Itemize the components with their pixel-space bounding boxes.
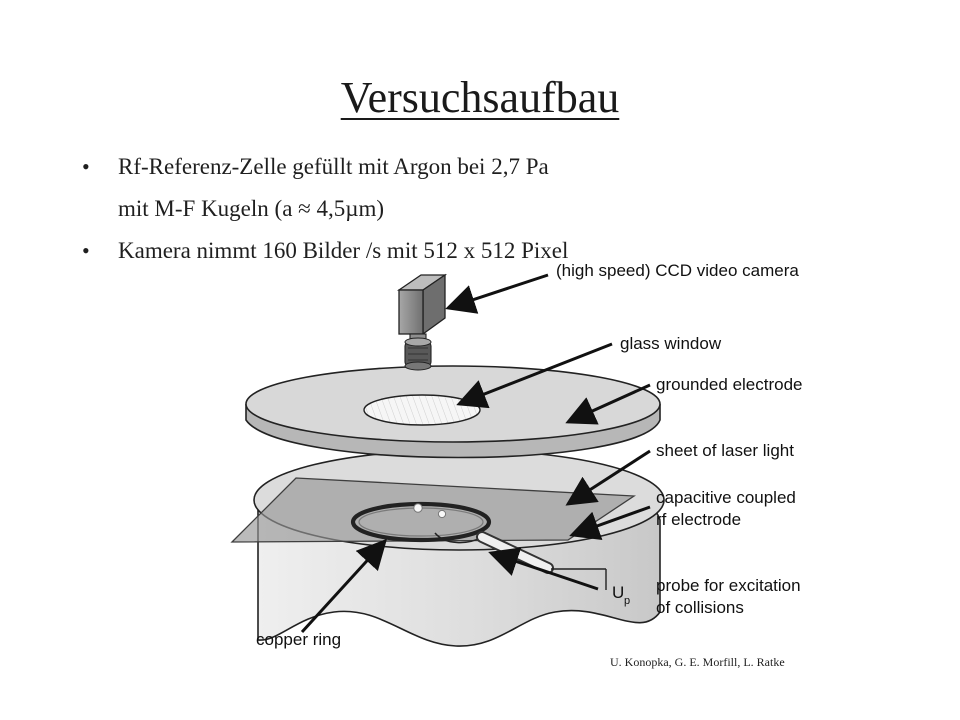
arrow-glass-window	[456, 342, 613, 409]
bullet-item-camera-rate: • Kamera nimmt 160 Bilder /s mit 512 x 5…	[82, 230, 568, 272]
arrow-probe	[488, 547, 599, 591]
arrow-camera	[445, 273, 549, 314]
arrow-rf-electrode	[569, 505, 651, 540]
label-copper-ring: copper ring	[256, 630, 341, 649]
label-glass-window: glass window	[620, 334, 722, 353]
label-laser-sheet: sheet of laser light	[656, 441, 794, 460]
slide-title: Versuchsaufbau	[340, 73, 620, 122]
bullet-marker: •	[82, 154, 90, 179]
bullet-item-argon-cell: • Rf-Referenz-Zelle gefüllt mit Argon be…	[82, 146, 568, 188]
label-probe-line1: probe for excitation	[656, 576, 801, 595]
arrow-laser-sheet	[565, 449, 651, 506]
bullet-item-particles: mit M-F Kugeln (a ≈ 4,5µm)	[82, 188, 568, 230]
diagram-labels: (high speed) CCD video camera glass wind…	[256, 261, 803, 649]
bullet-text-particles: mit M-F Kugeln (a ≈ 4,5µm)	[118, 196, 385, 221]
label-rf-electrode-line1: capacitive coupled	[656, 488, 796, 507]
bullet-marker: •	[82, 238, 90, 263]
arrow-copper-ring	[300, 538, 388, 634]
label-voltage-sub: p	[624, 595, 630, 607]
dust-particles	[413, 503, 447, 519]
grounded-electrode	[245, 365, 661, 459]
bullet-text-camera-rate: Kamera nimmt 160 Bilder /s mit 512 x 512…	[118, 238, 569, 263]
label-grounded-electrode: grounded electrode	[656, 375, 803, 394]
label-voltage-main: U	[612, 583, 624, 602]
label-camera: (high speed) CCD video camera	[556, 261, 799, 280]
citation-credit: U. Konopka, G. E. Morfill, L. Ratke	[610, 655, 785, 669]
label-probe-line2: of collisions	[656, 598, 744, 617]
laser-sheet	[230, 477, 636, 543]
bullet-list: • Rf-Referenz-Zelle gefüllt mit Argon be…	[82, 146, 568, 272]
callout-arrows	[300, 273, 651, 634]
arrow-grounded-electrode	[565, 383, 651, 425]
bullet-text-argon-cell: Rf-Referenz-Zelle gefüllt mit Argon bei …	[118, 154, 549, 179]
label-rf-electrode-line2: rf electrode	[656, 510, 741, 529]
ccd-camera	[396, 273, 448, 371]
